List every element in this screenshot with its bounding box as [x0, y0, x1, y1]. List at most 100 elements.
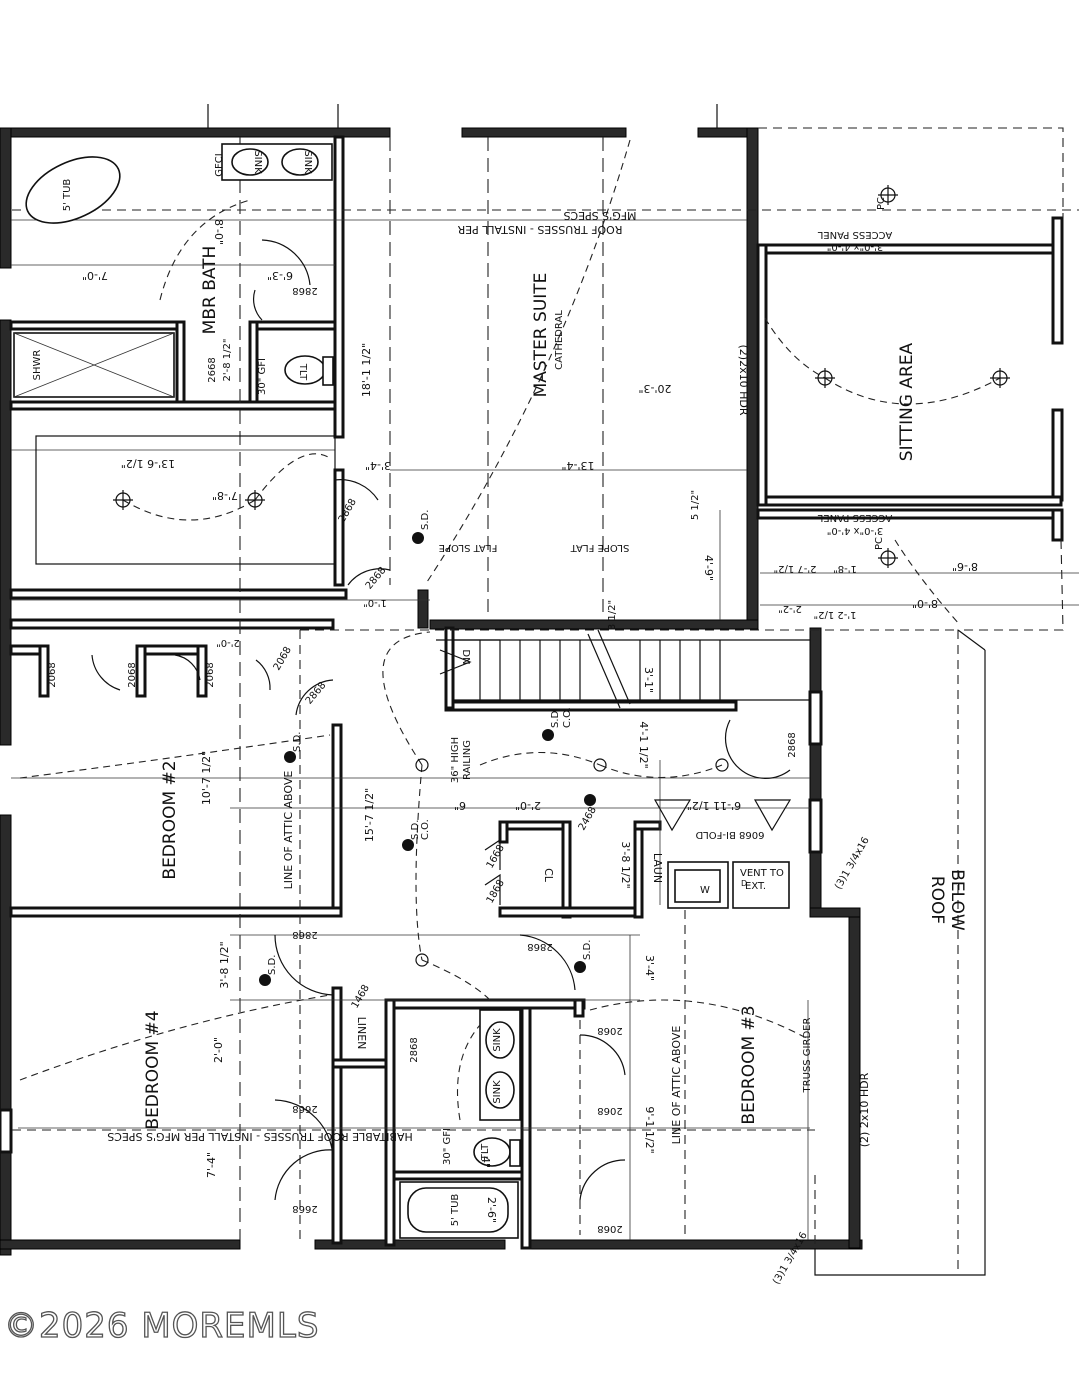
- door-2668-bed4b: 2668: [292, 1203, 317, 1214]
- dim-master-4-9: 4'-9": [702, 555, 715, 581]
- smoke-detectors: [259, 532, 596, 986]
- door-2868-master: 2868: [364, 565, 389, 592]
- dryer-label: D: [741, 879, 747, 888]
- sd-label-1: S.D.: [420, 510, 431, 530]
- access-panel-bottom-size: 3'-0"x 4'-0": [827, 525, 883, 536]
- dim-bath-7-0: 7'-0": [82, 269, 108, 282]
- dim-sit-8-0: 8'-0": [912, 597, 938, 610]
- gfci-label: GFCI: [214, 153, 225, 176]
- dim-stub-3-half: 3 1/2": [607, 600, 618, 630]
- dim-bed4-3-8: 3'-8 1/2": [218, 941, 231, 988]
- toilet-label-hall: TLT: [480, 1143, 491, 1161]
- gfi-note-hall: 30" GFI: [442, 1128, 453, 1165]
- dim-hall-1-0: 1'-0": [363, 597, 387, 608]
- roof-trusses-note-2: MFG'S SPECS: [563, 209, 636, 222]
- vent-note-1: VENT TO: [740, 868, 784, 879]
- dim-master-width: 20'-3": [638, 382, 671, 395]
- dim-bath2-2-6: 2'-6": [485, 1197, 498, 1223]
- sink-label-1: SINK: [252, 150, 263, 174]
- exterior-walls: [0, 127, 863, 1256]
- sitting-area-label: SITTING AREA: [897, 342, 917, 461]
- bifold-note: 6068 BI-FOLD: [695, 829, 764, 840]
- dim-master-13-4: 13'-4": [561, 459, 594, 472]
- door-swings: [91, 239, 792, 1201]
- dim-bed4-7-4: 7'-4": [205, 1152, 218, 1178]
- hall-sink-2: [485, 1071, 515, 1109]
- dim-bed3-3-4: 3'-4": [643, 955, 656, 981]
- hall-sink-1: [485, 1021, 515, 1059]
- laundry-label: LAUN: [651, 853, 664, 883]
- dimension-labels: 20'-3" 18'-1 1/2" 13'-4" 4'-9" 8'-0" 7'-…: [82, 219, 978, 1223]
- co-label-2: C.O.: [562, 707, 573, 728]
- dim-sit-2-7: 2'-7 1/2": [774, 563, 817, 574]
- access-panel-top-size: 3'-0"x 4'-0": [827, 241, 883, 252]
- dim-sit-1-8: 1'-8": [833, 563, 857, 574]
- master-suite-label: MASTER SUITE: [531, 273, 551, 398]
- dim-hall-15-7: 15'-7 1/2": [363, 788, 376, 842]
- ceiling-lights: [113, 185, 1010, 967]
- hall-tub-label: 5' TUB: [450, 1194, 461, 1227]
- toilet-label-master: TLT: [297, 363, 308, 381]
- bed3-header: (2) 2x10 HDR: [858, 1072, 871, 1147]
- vent-note-2: EXT.: [745, 881, 766, 892]
- linen-label: LINEN: [355, 1017, 368, 1050]
- dim-bath-8-0: 8'-0": [212, 219, 225, 245]
- electrical-circuits: [19, 139, 1001, 1121]
- access-panel-top: ACCESS PANEL: [817, 229, 892, 240]
- door-2868-bed2: 2868: [304, 680, 329, 707]
- stair-dn: DN: [460, 649, 471, 664]
- door-2068-c: 2068: [127, 662, 138, 687]
- dim-hall-3-4: 3'-4": [365, 459, 391, 472]
- dim-sit-8-6: 8'-6": [952, 560, 978, 573]
- room-labels: MASTER SUITE CATHEDRAL MBR BATH SITTING …: [32, 246, 967, 1130]
- dim-sit-1-2: 1'-2 1/2": [814, 609, 857, 620]
- dim-bed3-9-1: 9'-1 1/2": [643, 1106, 656, 1153]
- lumber-bottom: (3)1 3/4x16: [771, 1230, 810, 1286]
- stairs: [436, 629, 810, 709]
- attic-line-right: LINE OF ATTIC ABOVE: [670, 1026, 683, 1145]
- hall-sink-label-1: SINK: [492, 1028, 503, 1052]
- dim-stub-5-half: 5 1/2": [690, 490, 701, 520]
- sd-label-4: S.D.: [550, 708, 561, 728]
- hall-sink-label-2: SINK: [492, 1080, 503, 1104]
- slope-flat-right: SLOPE FLAT: [570, 542, 630, 553]
- roof-label: ROOF: [927, 876, 947, 924]
- door-2468: 2468: [577, 805, 599, 833]
- dim-bed2: 10'-7 1/2": [200, 751, 213, 805]
- door-2068-bed3a: 2068: [597, 1025, 622, 1036]
- cathedral-label: CATHEDRAL: [554, 310, 565, 370]
- co-label-1: C.O.: [420, 819, 431, 840]
- dryer: [732, 861, 790, 909]
- access-panel-bottom: ACCESS PANEL: [817, 512, 892, 523]
- sd-label-2: S.D.: [292, 732, 303, 752]
- dim-hall-2-0: 2'-0": [515, 799, 541, 812]
- dim-master-2-8: 2'-8 1/2": [222, 339, 233, 382]
- dim-master-depth: 18'-1 1/2": [360, 343, 373, 397]
- dimension-lines: [11, 219, 1079, 1240]
- door-2068-a: 2068: [272, 645, 294, 673]
- dim-closet-7-8: 7'-8": [212, 489, 238, 502]
- door-2868-laundry: 2868: [787, 732, 798, 757]
- sink-2: [281, 148, 319, 176]
- habitable-trusses-note: HABITABLE ROOF TRUSSES - INSTALL PER MFG…: [107, 1130, 413, 1143]
- attic-line-left: LINE OF ATTIC ABOVE: [282, 771, 295, 890]
- door-2868-bed4: 2868: [292, 929, 317, 940]
- railing-note-1: 36" HIGH: [450, 737, 461, 783]
- dim-hall-2-0b: 2'-0": [216, 637, 240, 648]
- bedroom3-label: BEDROOM #3: [739, 1005, 759, 1124]
- sd-label-3: S.D.: [410, 820, 421, 840]
- door-2868-bath: 2868: [292, 285, 317, 296]
- master-tub-label: 5' TUB: [62, 179, 73, 212]
- dim-closet-13-6: 13'-6 1/2": [121, 457, 175, 470]
- dim-laundry-6-11: 6'-11 1/2": [687, 799, 741, 812]
- flat-slope-left: FLAT SLOPE: [439, 542, 498, 553]
- master-header: (2)2x10 HDR: [737, 345, 750, 416]
- door-2868-bed3: 2868: [527, 941, 552, 952]
- mls-watermark: ©2026 MOREMLS: [3, 1305, 320, 1346]
- bedroom4-label: BEDROOM #4: [143, 1010, 163, 1129]
- door-2668-shower: 2668: [207, 357, 218, 382]
- below-label: BELOW: [947, 869, 967, 931]
- roof-trusses-note-1: ROOF TRUSSES - INSTALL PER: [457, 223, 622, 236]
- door-1468: 1468: [350, 983, 372, 1011]
